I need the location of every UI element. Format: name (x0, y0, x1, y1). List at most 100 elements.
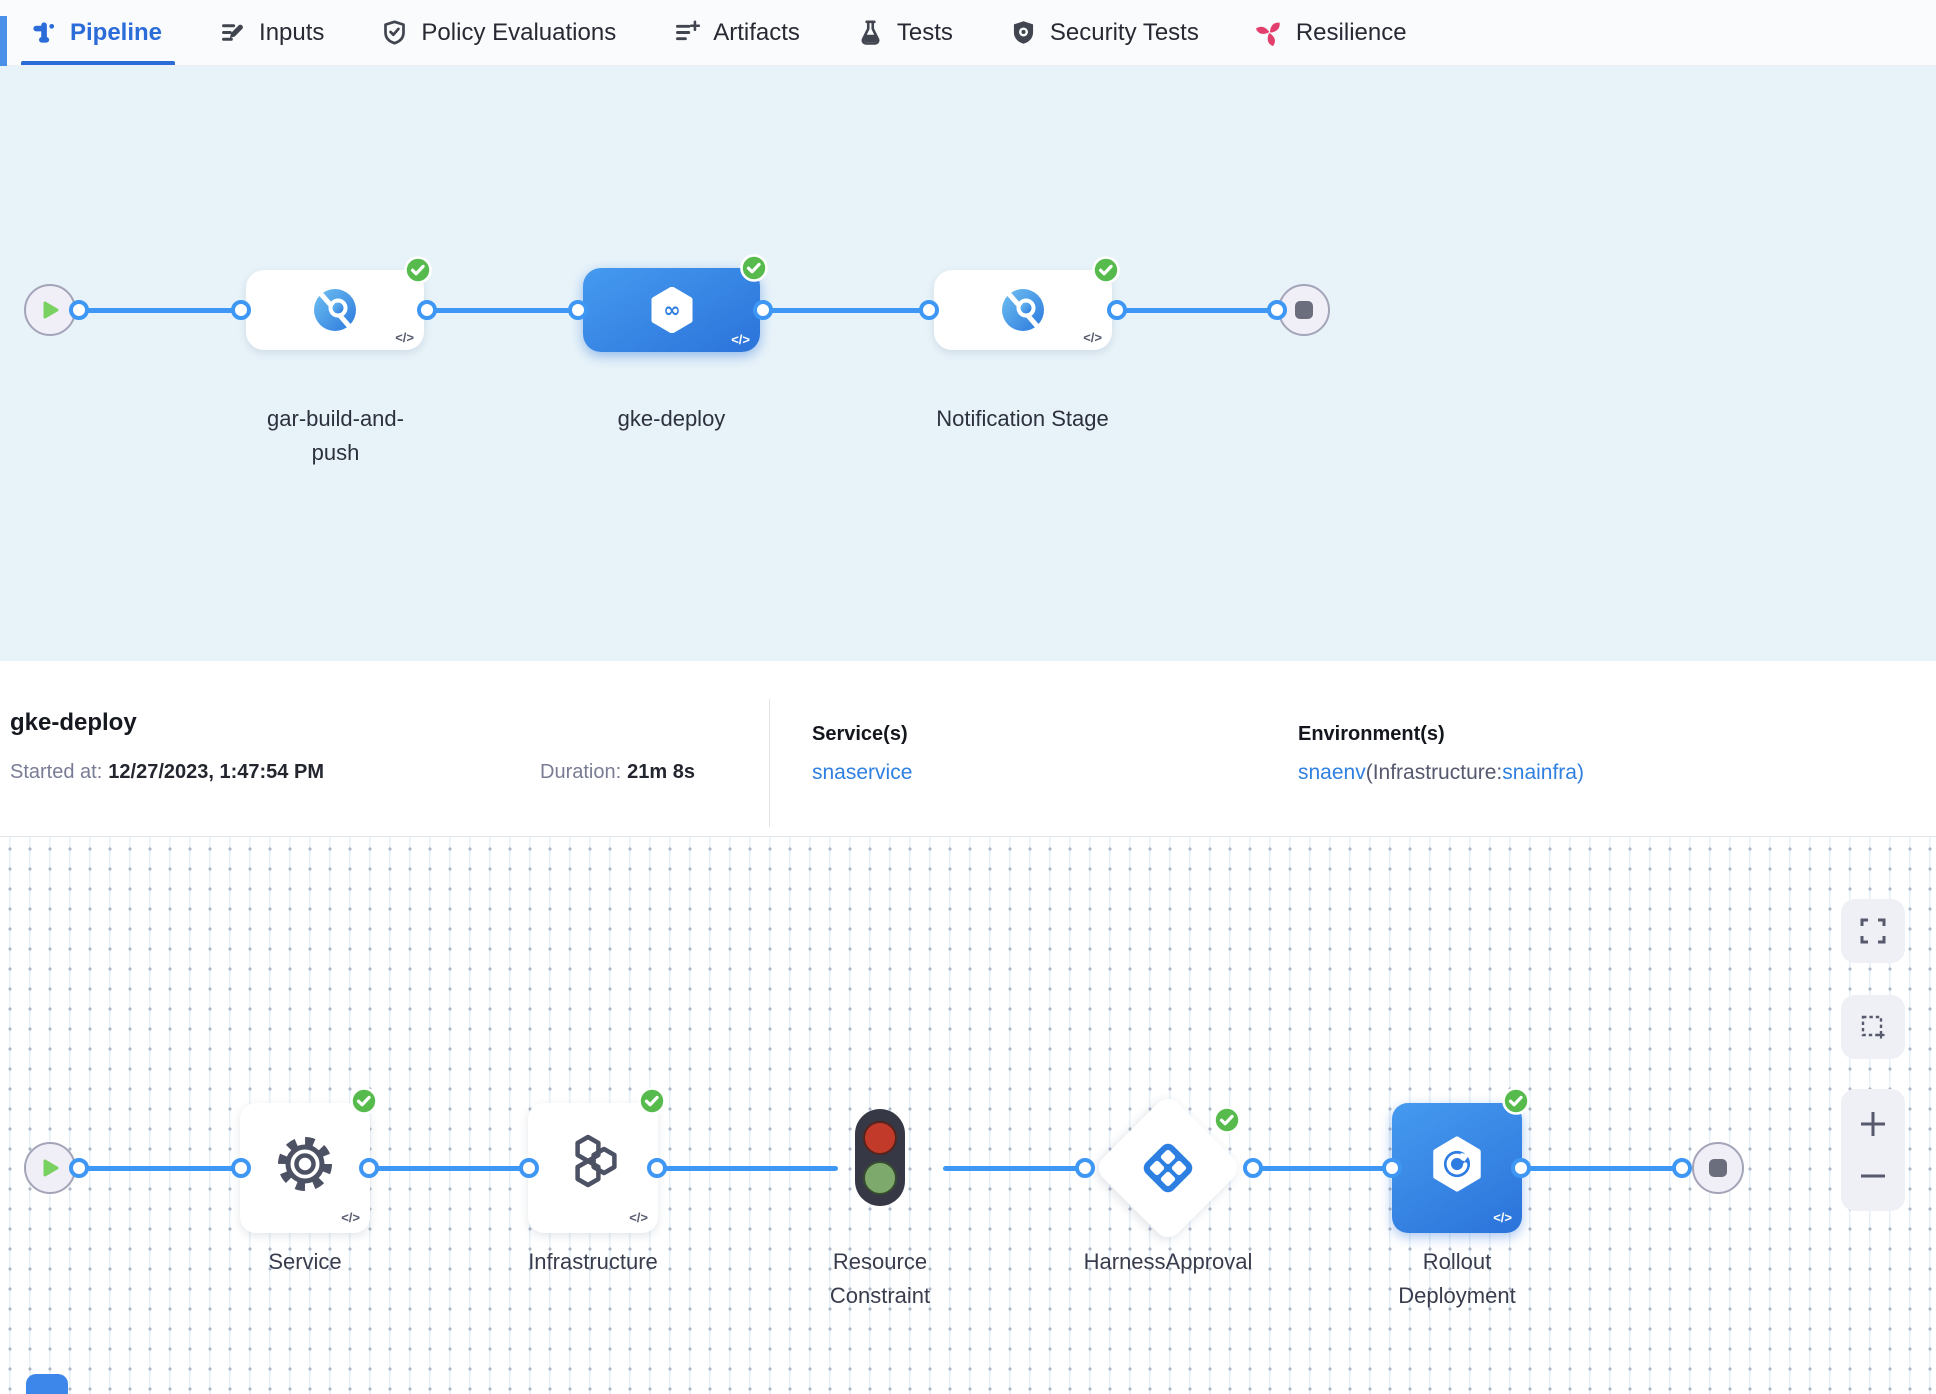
divider (769, 699, 770, 827)
ci-stage-icon (314, 289, 356, 331)
edge-connector (231, 300, 251, 320)
edge-connector (359, 1158, 379, 1178)
step-edge (1521, 1166, 1682, 1171)
approval-icon (1143, 1143, 1193, 1193)
edge-connector (1382, 1158, 1402, 1178)
code-marker: </> (629, 1210, 648, 1225)
plus-icon (1861, 1112, 1885, 1136)
step-label: Service (268, 1249, 342, 1274)
edge-connector (1243, 1158, 1263, 1178)
code-marker: </> (1083, 330, 1102, 345)
stage-title: gke-deploy (10, 709, 137, 736)
stage-node-gke-deploy[interactable]: ∞ </> (583, 254, 768, 352)
step-node-rollout-deployment[interactable]: </> (1392, 1087, 1530, 1233)
duration-value: 21m 8s (627, 761, 695, 783)
tab-label: Policy Evaluations (421, 18, 617, 46)
edge-connector (69, 1158, 89, 1178)
step-label: Rollout Deployment (1398, 1249, 1516, 1308)
marquee-select-button[interactable] (1841, 995, 1905, 1059)
edge-connector (69, 300, 89, 320)
step-label: Infrastructure (528, 1249, 658, 1274)
tab-label: Security Tests (1049, 18, 1199, 46)
stage-label: Notification Stage (936, 406, 1109, 431)
edge-connector (417, 300, 437, 320)
started-at-value: 12/27/2023, 1:47:54 PM (108, 761, 324, 783)
edge-connector (231, 1158, 251, 1178)
fullscreen-icon (1860, 918, 1886, 944)
edge-connector (1672, 1158, 1692, 1178)
tab-label: Inputs (259, 18, 325, 46)
stage-graph-section: </> ∞ </> </> (0, 66, 1936, 661)
execution-start-node[interactable] (24, 1142, 76, 1194)
offscreen-node-partial[interactable] (26, 1374, 68, 1394)
step-node-service[interactable]: </> (240, 1087, 378, 1233)
green-light-icon (863, 1160, 897, 1195)
edge-connector (1075, 1158, 1095, 1178)
environment-link[interactable]: snaenv (1298, 761, 1366, 784)
cd-stage-icon: ∞ (651, 287, 692, 333)
step-edge (369, 1166, 529, 1171)
code-marker: </> (341, 1210, 360, 1225)
edge-connector (753, 300, 773, 320)
tab-label: Resilience (1295, 18, 1407, 46)
tab-tests[interactable]: Tests (857, 0, 953, 65)
step-label: Resource Constraint (829, 1249, 931, 1308)
zoom-in-button[interactable] (1856, 1107, 1890, 1141)
success-check-badge (404, 256, 432, 284)
pipeline-end-node[interactable] (1278, 284, 1330, 336)
tab-pipeline[interactable]: Pipeline (20, 0, 176, 65)
security-tests-icon (1013, 21, 1033, 44)
resilience-icon (1255, 22, 1280, 46)
code-marker: </> (395, 330, 414, 345)
infrastructure-prefix: (Infrastructure: (1365, 761, 1503, 784)
step-edge (943, 1166, 1085, 1171)
stage-node-gar-build-and-push[interactable]: </> (246, 256, 432, 350)
tab-inputs[interactable]: Inputs (219, 0, 324, 65)
tab-policy-evaluations[interactable]: Policy Evaluations (381, 0, 616, 65)
success-check-badge (638, 1087, 666, 1115)
stage-details-bar: gke-deploy Started at:12/27/2023, 1:47:5… (0, 661, 1936, 837)
play-icon (43, 1159, 59, 1177)
zoom-out-button[interactable] (1856, 1159, 1890, 1193)
gear-icon (278, 1137, 332, 1191)
svg-text:∞: ∞ (663, 298, 681, 322)
tab-resilience[interactable]: Resilience (1255, 0, 1407, 65)
step-node-infrastructure[interactable]: </> (528, 1087, 666, 1233)
edge-connector (1267, 300, 1287, 320)
fullscreen-button[interactable] (1841, 899, 1905, 963)
play-icon (43, 301, 59, 319)
success-check-badge (350, 1087, 378, 1115)
code-marker: </> (1493, 1210, 1512, 1225)
duration-label: Duration: (540, 761, 622, 783)
edge-connector (568, 300, 588, 320)
step-edge (1253, 1166, 1392, 1171)
step-node-harness-approval[interactable] (1093, 1093, 1243, 1243)
execution-graph-canvas[interactable]: </> </> (0, 837, 1936, 1394)
edge-connector (647, 1158, 667, 1178)
infrastructure-link[interactable]: snainfra (1502, 761, 1577, 784)
code-marker: </> (731, 332, 750, 347)
success-check-badge (1502, 1087, 1530, 1115)
tests-icon (861, 20, 880, 45)
marquee-selection-icon (1861, 1015, 1885, 1039)
inputs-icon (222, 24, 243, 41)
step-label: HarnessApproval (1083, 1249, 1253, 1274)
step-edge (657, 1166, 838, 1171)
service-link[interactable]: snaservice (812, 761, 913, 784)
tab-artifacts[interactable]: Artifacts (673, 0, 800, 65)
execution-end-node[interactable] (1692, 1142, 1744, 1194)
stage-node-notification-stage[interactable]: </> (934, 256, 1120, 350)
red-light-icon (863, 1120, 897, 1155)
minus-icon (1861, 1174, 1885, 1178)
services-label: Service(s) (812, 723, 908, 745)
zoom-controls (1841, 1089, 1905, 1211)
stage-edge (763, 308, 929, 313)
pipeline-start-node[interactable] (24, 284, 76, 336)
tab-security-tests[interactable]: Security Tests (1010, 0, 1199, 65)
stage-edge (427, 308, 578, 313)
ci-stage-icon (1002, 289, 1044, 331)
step-edge (79, 1166, 241, 1171)
step-node-resource-constraint[interactable] (855, 1109, 905, 1206)
success-check-badge (1092, 256, 1120, 284)
stop-icon (1709, 1159, 1727, 1177)
